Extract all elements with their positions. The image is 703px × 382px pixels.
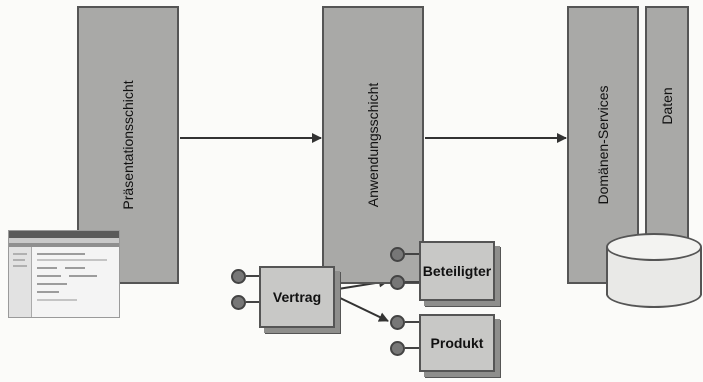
- beteiligter-port-2: [390, 275, 405, 290]
- produkt-port-2: [390, 341, 405, 356]
- beteiligter-port-1: [390, 247, 405, 262]
- produkt-port-1: [390, 315, 405, 330]
- vertrag-port-1: [231, 269, 246, 284]
- vertrag-port-2: [231, 295, 246, 310]
